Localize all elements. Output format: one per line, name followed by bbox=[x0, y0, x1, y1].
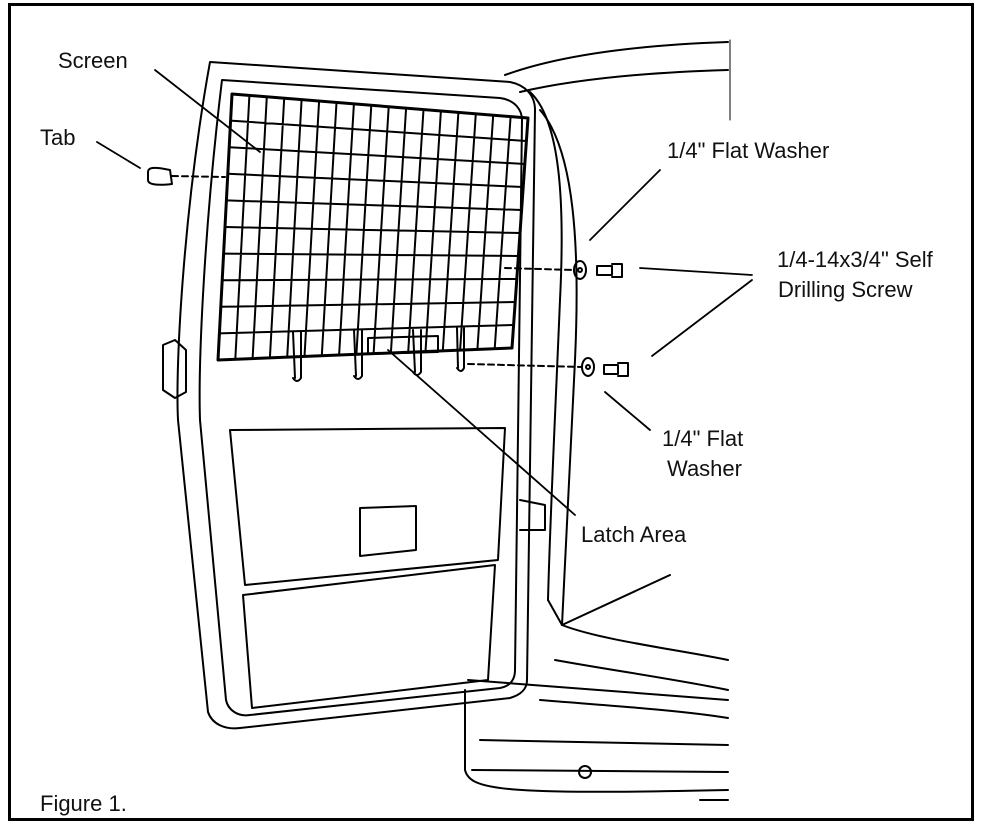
washer-top bbox=[573, 260, 587, 280]
screw-top bbox=[596, 263, 623, 278]
screw-label-line1: 1/4-14x3/4" Self bbox=[777, 247, 933, 272]
screw-bottom bbox=[603, 362, 629, 377]
washer-bottom-label-line1: 1/4" Flat bbox=[662, 426, 744, 451]
washer-bottom bbox=[581, 357, 595, 377]
latch-hooks bbox=[292, 327, 465, 382]
tab-label: Tab bbox=[40, 125, 76, 150]
tab-part bbox=[147, 166, 226, 186]
washer-bottom-label-line2: Washer bbox=[667, 456, 742, 481]
washer-top-label: 1/4" Flat Washer bbox=[667, 138, 830, 163]
screen-label: Screen bbox=[58, 48, 128, 73]
screw-label-line2: Drilling Screw bbox=[778, 277, 913, 302]
leader-lines bbox=[96, 69, 753, 516]
figure-caption: Figure 1. bbox=[40, 791, 127, 816]
screen-mesh bbox=[216, 92, 530, 362]
latch-area-label: Latch Area bbox=[581, 522, 687, 547]
